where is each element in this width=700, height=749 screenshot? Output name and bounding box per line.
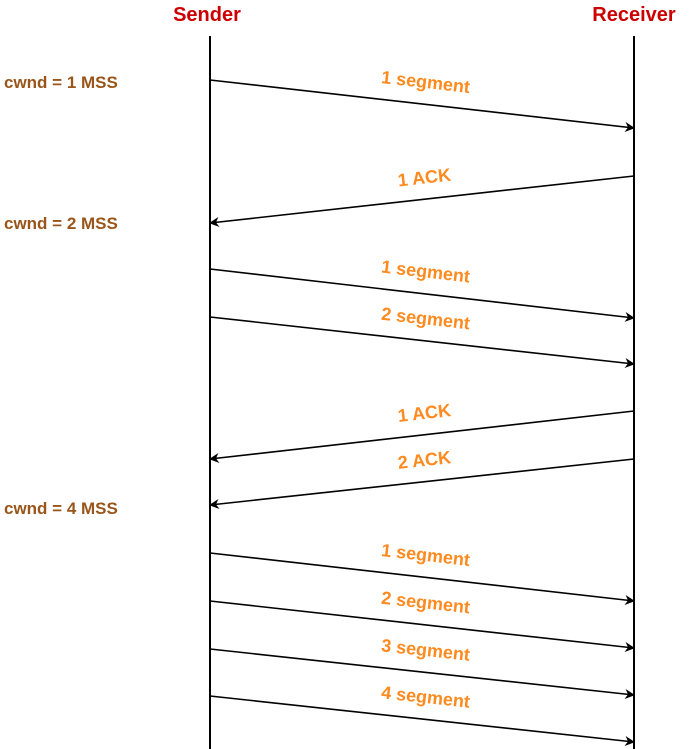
message-arrows: 1 segment 1 ACK 1 segment 2 segment 1 ACK 2 A… <box>209 67 635 747</box>
message-arrow-6 <box>209 458 635 510</box>
sender-title: Sender <box>173 4 241 26</box>
message-label-1: 1 segment <box>380 67 471 97</box>
message-label-4: 2 segment <box>380 304 471 334</box>
message-label-6: 2 ACK <box>397 447 452 473</box>
receiver-title: Receiver <box>592 4 676 26</box>
message-arrow-1 <box>209 79 635 132</box>
message-label-2: 1 ACK <box>397 165 452 191</box>
message-label-7: 1 segment <box>380 540 471 570</box>
message-arrow-2 <box>209 175 635 227</box>
message-arrow-10 <box>209 695 635 747</box>
message-arrow-8 <box>209 600 635 652</box>
cwnd-label-1: cwnd = 1 MSS <box>4 73 118 92</box>
message-arrow-7 <box>209 552 635 605</box>
cwnd-label-3: cwnd = 4 MSS <box>4 499 118 518</box>
message-arrow-5 <box>209 410 635 463</box>
message-arrow-4 <box>209 316 635 368</box>
message-label-8: 2 segment <box>380 588 471 618</box>
message-label-9: 3 segment <box>380 635 471 664</box>
message-label-3: 1 segment <box>380 256 471 286</box>
message-arrow-3 <box>209 268 635 322</box>
message-label-10: 4 segment <box>380 682 471 711</box>
message-arrow-9 <box>209 648 635 700</box>
message-label-5: 1 ACK <box>397 400 452 426</box>
cwnd-label-2: cwnd = 2 MSS <box>4 214 118 233</box>
